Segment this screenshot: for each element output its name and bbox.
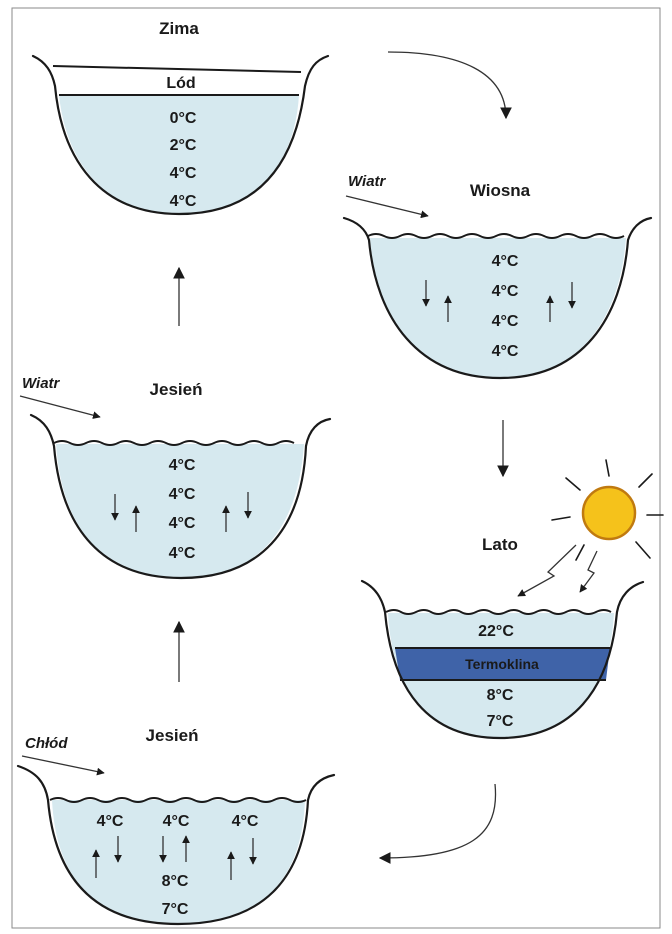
autumn1-temp-4: 4°C xyxy=(169,545,196,562)
spring-temp-2: 4°C xyxy=(492,283,519,300)
autumn2-temp-top-3: 4°C xyxy=(232,813,259,830)
panel-spring: Wiosna Wiatr 4°C 4°C 4°C 4°C xyxy=(344,173,651,378)
spring-temp-1: 4°C xyxy=(492,253,519,270)
autumn1-temp-2: 4°C xyxy=(169,486,196,503)
spring-wind-label: Wiatr xyxy=(348,173,387,190)
spring-wind-arrow-icon xyxy=(346,196,428,216)
spring-temp-3: 4°C xyxy=(492,313,519,330)
summer-temp-top: 22°C xyxy=(478,623,514,640)
winter-temp-1: 0°C xyxy=(170,110,197,127)
autumn2-temp-bottom-2: 7°C xyxy=(162,901,189,918)
autumn1-wind-label: Wiatr xyxy=(22,375,61,392)
summer-title: Lato xyxy=(482,535,518,554)
panel-autumn-chill: Jesień Chłód 4°C 4°C 4°C 8°C 7°C xyxy=(18,726,334,924)
cycle-arrow-icon xyxy=(388,52,506,118)
winter-temp-3: 4°C xyxy=(170,165,197,182)
autumn1-title: Jesień xyxy=(150,380,203,399)
summer-temp-bottom-1: 8°C xyxy=(487,687,514,704)
winter-temp-4: 4°C xyxy=(170,193,197,210)
spring-surface xyxy=(368,234,624,238)
cycle-arrow-icon xyxy=(380,784,496,858)
ice-label: Lód xyxy=(166,75,195,92)
sunlight-ray-icon xyxy=(580,551,597,592)
chill-arrow-icon xyxy=(22,756,104,773)
summer-temp-bottom-2: 7°C xyxy=(487,713,514,730)
winter-temp-2: 2°C xyxy=(170,137,197,154)
panel-winter: Zima Lód 0°C 2°C 4°C 4°C xyxy=(33,19,328,214)
autumn1-temp-1: 4°C xyxy=(169,457,196,474)
sunlight-ray-icon xyxy=(518,545,576,596)
autumn1-wind-arrow-icon xyxy=(20,396,100,417)
sun-icon xyxy=(552,460,663,560)
autumn2-title: Jesień xyxy=(146,726,199,745)
winter-title: Zima xyxy=(159,19,199,38)
autumn2-temp-top-2: 4°C xyxy=(163,813,190,830)
autumn2-temp-top-1: 4°C xyxy=(97,813,124,830)
spring-title: Wiosna xyxy=(470,181,531,200)
spring-temp-4: 4°C xyxy=(492,343,519,360)
autumn2-temp-bottom-1: 8°C xyxy=(162,873,189,890)
autumn2-wind-label: Chłód xyxy=(25,735,68,752)
panel-summer: Lato 22°C Termoklina 8°C 7°C xyxy=(362,460,663,738)
panel-autumn-wind: Jesień Wiatr 4°C 4°C 4°C 4°C xyxy=(20,375,330,578)
thermocline-label: Termoklina xyxy=(465,656,539,672)
autumn1-temp-3: 4°C xyxy=(169,515,196,532)
